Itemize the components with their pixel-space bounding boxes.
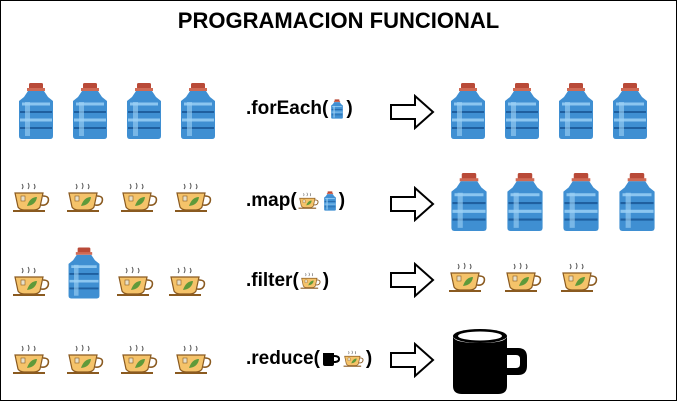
row-reduce: .reduce( ) xyxy=(0,322,677,398)
method-label: .filter( xyxy=(246,270,299,291)
tea-cup-icon xyxy=(66,180,106,216)
water-bottle-icon xyxy=(66,82,114,140)
right-arrow-icon xyxy=(389,342,435,378)
method-close: ) xyxy=(365,348,373,369)
right-arrow-icon xyxy=(389,94,435,130)
tea-cup-icon xyxy=(12,264,52,300)
method-filter: .filter( ) xyxy=(246,270,329,292)
water-bottle-icon xyxy=(174,82,222,140)
tea-cup-icon xyxy=(120,342,160,378)
row-filter: .filter( ) xyxy=(0,252,677,312)
right-arrow-icon xyxy=(389,262,435,298)
output-collection xyxy=(448,260,600,296)
water-bottle-icon xyxy=(12,82,60,140)
input-collection xyxy=(12,342,214,378)
method-close: ) xyxy=(346,98,353,119)
water-bottle-icon xyxy=(500,172,550,232)
tea-cup-icon xyxy=(560,260,600,296)
method-label: .forEach( xyxy=(246,98,329,119)
water-bottle-icon xyxy=(498,82,546,140)
water-bottle-icon xyxy=(329,99,345,119)
output-collection xyxy=(444,172,662,232)
input-collection xyxy=(12,82,222,140)
method-label: .reduce( xyxy=(246,348,320,369)
tea-cup-icon xyxy=(174,342,214,378)
water-bottle-icon xyxy=(444,172,494,232)
tea-cup-icon xyxy=(504,260,544,296)
method-label: .map( xyxy=(246,190,297,211)
method-close: ) xyxy=(338,190,346,211)
diagram-title: PROGRAMACION FUNCIONAL xyxy=(177,8,500,33)
input-collection xyxy=(12,180,214,216)
method-reduce: .reduce( ) xyxy=(246,348,372,370)
method-map: .map( ) xyxy=(246,190,345,212)
right-arrow-icon xyxy=(389,186,435,222)
water-bottle-icon xyxy=(64,246,104,300)
tea-cup-icon xyxy=(174,180,214,216)
black-mug-icon xyxy=(453,329,527,394)
tea-cup-icon xyxy=(168,264,208,300)
output-collection xyxy=(444,82,654,140)
water-bottle-icon xyxy=(606,82,654,140)
water-bottle-icon xyxy=(556,172,606,232)
water-bottle-icon xyxy=(552,82,600,140)
row-map: .map( ) xyxy=(0,172,677,234)
tea-cup-icon xyxy=(116,264,156,300)
tea-cup-icon xyxy=(120,180,160,216)
black-mug-icon xyxy=(322,353,340,366)
water-bottle-icon xyxy=(612,172,662,232)
method-foreach: .forEach( ) xyxy=(246,98,353,120)
method-close: ) xyxy=(322,270,330,291)
tea-cup-icon xyxy=(298,192,320,210)
water-bottle-icon xyxy=(444,82,492,140)
water-bottle-icon xyxy=(120,82,168,140)
tea-cup-icon xyxy=(343,350,365,368)
tea-cup-icon xyxy=(300,272,322,290)
row-foreach: .forEach( ) xyxy=(0,82,677,142)
tea-cup-icon xyxy=(12,342,52,378)
tea-cup-icon xyxy=(448,260,488,296)
tea-cup-icon xyxy=(66,342,106,378)
input-collection xyxy=(12,258,208,300)
water-bottle-icon xyxy=(322,191,338,211)
tea-cup-icon xyxy=(12,180,52,216)
